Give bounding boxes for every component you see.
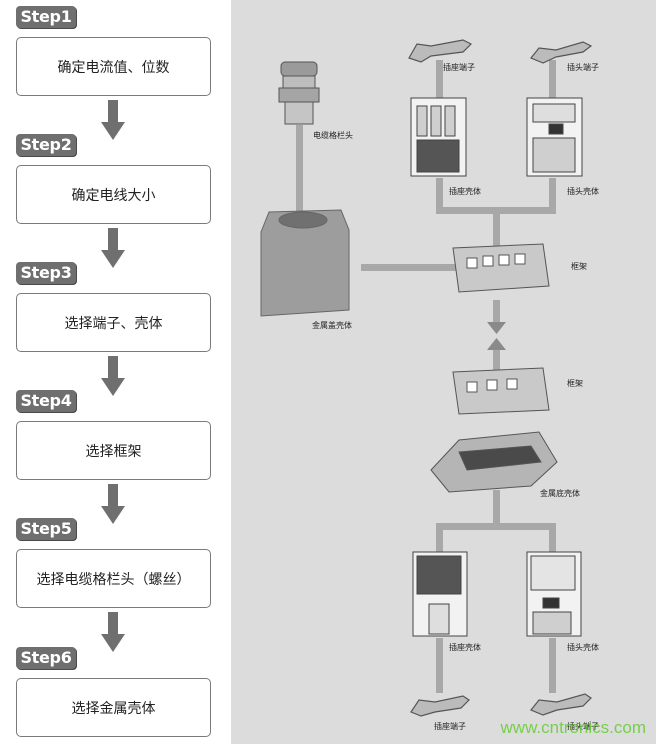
down-arrow-icon bbox=[101, 100, 125, 140]
step2-box: 确定电线大小 bbox=[16, 165, 211, 224]
label-frame-bottom: 框架 bbox=[567, 379, 583, 388]
label-plug-terminal-top: 插头端子 bbox=[567, 63, 599, 72]
plug-housing-bottom-image bbox=[526, 551, 582, 637]
down-arrow-icon bbox=[101, 356, 125, 396]
label-socket-housing-top: 插座壳体 bbox=[449, 187, 481, 196]
step4-box: 选择框架 bbox=[16, 421, 211, 480]
down-arrow-icon bbox=[101, 484, 125, 524]
connector-lines bbox=[296, 60, 556, 693]
down-arrow-icon bbox=[101, 612, 125, 652]
label-plug-housing-top: 插头壳体 bbox=[567, 187, 599, 196]
assembly-diagram: 插座端子 插头端子 电缆格栏头 插座壳体 插头壳体 框架 金属盖壳体 框架 金属… bbox=[231, 0, 656, 744]
step4-badge: Step4 bbox=[16, 390, 76, 412]
step3-badge: Step3 bbox=[16, 262, 76, 284]
label-socket-terminal-top: 插座端子 bbox=[443, 63, 475, 72]
label-metal-cover: 金属盖壳体 bbox=[312, 321, 352, 330]
down-arrow-icon bbox=[101, 228, 125, 268]
step5-box: 选择电缆格栏头（螺丝） bbox=[16, 549, 211, 608]
label-plug-terminal-bottom: 插头端子 bbox=[567, 722, 599, 731]
label-cable-gland: 电缆格栏头 bbox=[313, 131, 353, 140]
watermark-text: www.cntronics.com bbox=[500, 718, 646, 737]
frame-bottom-image bbox=[452, 367, 550, 415]
plug-terminal-top-image bbox=[530, 41, 593, 64]
label-socket-terminal-bottom: 插座端子 bbox=[434, 722, 466, 731]
label-socket-housing-bottom: 插座壳体 bbox=[449, 643, 481, 652]
socket-housing-top-image bbox=[410, 97, 467, 177]
diagram-canvas bbox=[260, 39, 593, 717]
plug-terminal-bottom-image bbox=[530, 693, 592, 716]
metal-base-image bbox=[430, 431, 558, 493]
metal-cover-image bbox=[260, 209, 350, 317]
step6-badge: Step6 bbox=[16, 647, 76, 669]
cable-gland-image bbox=[278, 61, 320, 125]
step6-box: 选择金属壳体 bbox=[16, 678, 211, 737]
plug-housing-top-image bbox=[526, 97, 583, 177]
label-plug-housing-bottom: 插头壳体 bbox=[567, 643, 599, 652]
up-arrow-icon bbox=[487, 338, 506, 350]
socket-terminal-bottom-image bbox=[410, 695, 470, 717]
step1-box: 确定电流值、位数 bbox=[16, 37, 211, 96]
label-metal-base: 金属底壳体 bbox=[540, 489, 580, 498]
step2-badge: Step2 bbox=[16, 134, 76, 156]
label-frame-top: 框架 bbox=[571, 262, 587, 271]
down-arrow-icon bbox=[487, 322, 506, 334]
frame-top-image bbox=[452, 243, 550, 293]
socket-housing-bottom-image bbox=[412, 551, 468, 637]
socket-terminal-top-image bbox=[408, 39, 473, 63]
step1-badge: Step1 bbox=[16, 6, 76, 28]
step3-box: 选择端子、壳体 bbox=[16, 293, 211, 352]
step5-badge: Step5 bbox=[16, 518, 76, 540]
